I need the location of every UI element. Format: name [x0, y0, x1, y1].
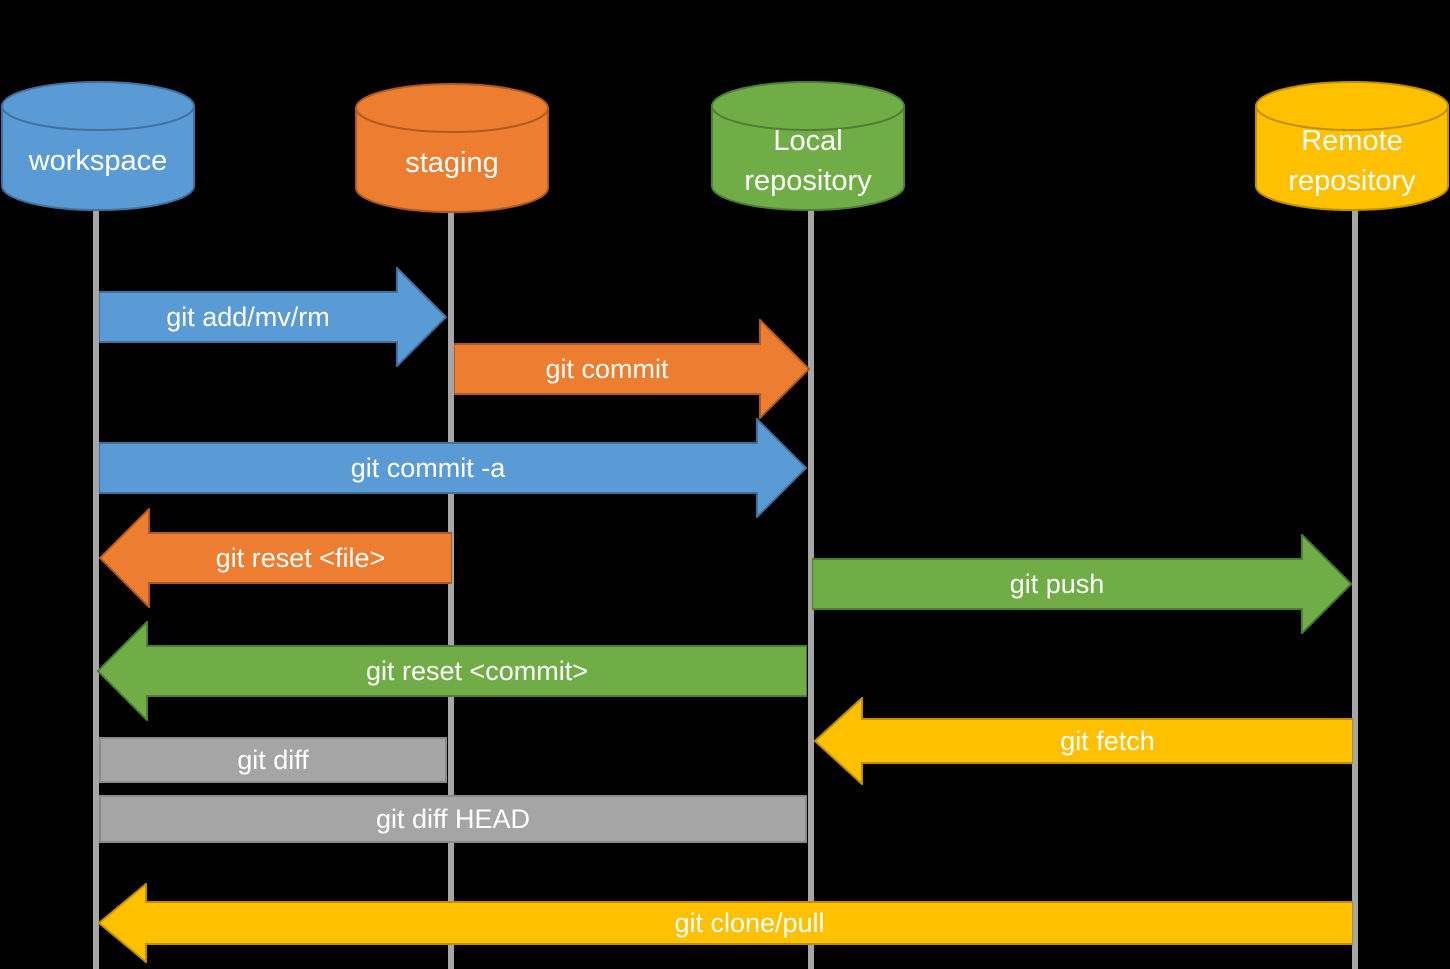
arrow-git-fetch: git fetch: [814, 697, 1353, 785]
right-arrow-shape: [812, 534, 1352, 634]
arrow-label: git reset <file>: [215, 542, 386, 573]
cylinder-shape: [711, 81, 905, 211]
cylinder-shape: [355, 83, 549, 213]
node-remote-repository: Remote repository: [1254, 80, 1450, 212]
node-label: Remote repository: [1288, 124, 1416, 197]
arrow-git-clone-pull: git clone/pull: [98, 883, 1353, 963]
node-label: workspace: [28, 144, 168, 177]
lifeline-workspace: [93, 208, 99, 969]
node-workspace: workspace: [0, 80, 196, 212]
cylinder-shape: [1255, 81, 1449, 211]
lifeline-local-repository: [808, 208, 814, 969]
node-local-repository: Local repository: [710, 80, 906, 212]
arrow-git-commit: git commit: [454, 319, 810, 419]
arrow-git-push: git push: [812, 534, 1352, 634]
lifeline-remote-repository: [1352, 208, 1358, 969]
left-arrow-shape: [97, 621, 807, 721]
right-arrow-shape: [99, 418, 807, 518]
arrow-label: git fetch: [1060, 725, 1155, 756]
left-arrow-shape: [99, 508, 452, 608]
bar-git-diff-head: git diff HEAD: [99, 795, 807, 843]
left-arrow-shape: [814, 697, 1353, 785]
node-label: staging: [405, 146, 499, 179]
node-staging: staging: [354, 82, 550, 214]
arrow-git-reset-file: git reset <file>: [99, 508, 452, 608]
bar-git-diff: git diff: [99, 737, 447, 783]
arrow-label: git clone/pull: [674, 907, 825, 938]
arrow-git-commit-a: git commit -a: [99, 418, 807, 518]
lifeline-staging: [448, 210, 454, 969]
arrow-label: git push: [1009, 568, 1105, 599]
arrow-git-reset-commit: git reset <commit>: [97, 621, 807, 721]
arrow-label: git add/mv/rm: [166, 301, 330, 332]
right-arrow-shape: [99, 267, 447, 367]
arrow-label: git reset <commit>: [365, 655, 589, 686]
arrow-label: git commit -a: [350, 452, 506, 483]
cylinder-shape: [1, 81, 195, 211]
arrow-git-add-mv-rm: git add/mv/rm: [99, 267, 447, 367]
left-arrow-shape: [98, 883, 1353, 963]
right-arrow-shape: [454, 319, 810, 419]
arrow-label: git commit: [545, 353, 669, 384]
node-label: Local repository: [744, 124, 872, 197]
